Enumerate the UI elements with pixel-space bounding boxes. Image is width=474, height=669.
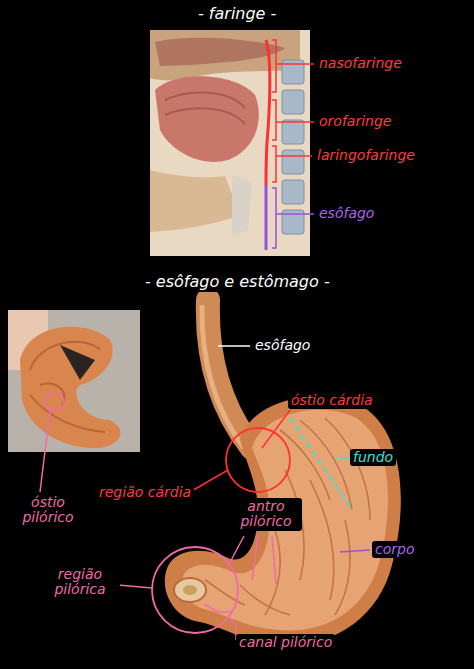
part-label: laringofaringe (314, 147, 418, 164)
part-label: antro pilórico (230, 498, 302, 531)
part-label: orofaringe (316, 113, 394, 130)
part-label: região pilórica (40, 566, 120, 599)
part-label: nasofaringe (316, 55, 405, 72)
title: - faringe - (195, 4, 279, 24)
part-label: região cárdia (96, 484, 194, 501)
stomach (165, 396, 401, 645)
tongue (155, 76, 259, 162)
part-label: óstio pilórico (12, 494, 84, 527)
section-heading: - esôfago e estômago - (142, 272, 333, 292)
part-label: corpo (372, 541, 417, 558)
vertebrae (282, 60, 304, 234)
inset-photo (8, 310, 140, 452)
part-label: fundo (350, 449, 396, 466)
part-label: óstio cárdia (288, 392, 376, 409)
part-label: esôfago (252, 337, 313, 354)
part-label: canal pilórico (236, 634, 335, 651)
part-label: esôfago (316, 205, 377, 222)
